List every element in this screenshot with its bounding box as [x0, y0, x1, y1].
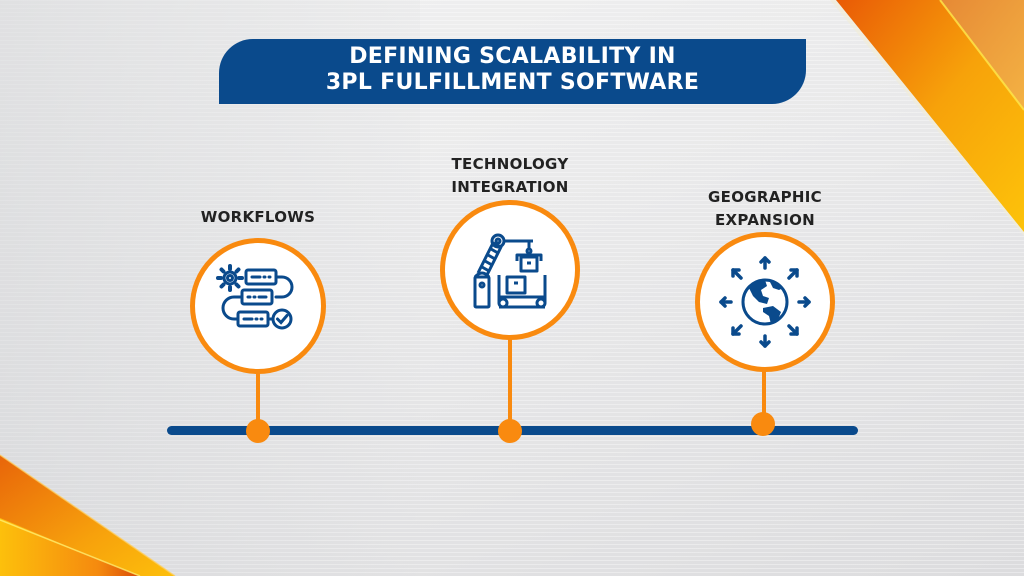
timeline-dot — [751, 412, 775, 436]
connector-stem — [508, 332, 512, 422]
title-line-1: DEFINING SCALABILITY IN — [349, 44, 676, 69]
step-label-line-2: EXPANSION — [715, 211, 815, 229]
connector-stem — [256, 370, 260, 422]
connector-stem — [762, 366, 766, 418]
page-title: DEFINING SCALABILITY IN 3PL FULFILLMENT … — [219, 44, 806, 96]
step-label-geographic-expansion: GEOGRAPHIC EXPANSION — [675, 186, 855, 232]
title-banner — [219, 39, 806, 104]
step-label-line-1: GEOGRAPHIC — [708, 188, 822, 206]
step-label-workflows: WORKFLOWS — [178, 206, 338, 229]
step-node-geographic-expansion — [695, 232, 835, 372]
step-node-workflows — [190, 238, 326, 374]
step-label-line-1: TECHNOLOGY — [451, 155, 569, 173]
step-node-technology-integration — [440, 200, 580, 340]
step-label-technology-integration: TECHNOLOGY INTEGRATION — [420, 153, 600, 199]
robotic-arm-icon — [473, 233, 547, 309]
step-label-text: WORKFLOWS — [200, 208, 316, 226]
globe-expansion-icon — [719, 256, 811, 348]
title-line-2: 3PL FULFILLMENT SOFTWARE — [325, 70, 700, 95]
timeline-dot — [246, 419, 270, 443]
timeline-dot — [498, 419, 522, 443]
workflow-icon — [216, 264, 294, 330]
step-label-line-2: INTEGRATION — [451, 178, 569, 196]
